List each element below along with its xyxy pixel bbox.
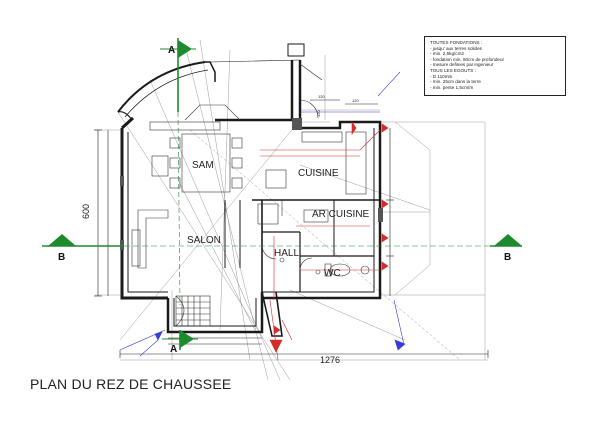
dimension-labels: 600 1276 120 120 120 [81,94,359,365]
dining-table [181,133,231,193]
dim-small-120c: 120 [316,110,321,117]
note-line: - jusqu' aux terres solides [430,45,482,51]
foundation-notes-box: TOUTES FONDATIONS : - jusqu' aux terres … [424,36,566,96]
section-a-top-label: A [168,45,175,56]
dim-width: 1276 [320,355,340,365]
room-arcuisine: AR CUISINE [312,209,370,220]
note-line: - D 110mm [430,73,453,79]
staircase [175,295,211,327]
wall-hatching [120,43,383,250]
dim-small-120a: 120 [318,94,325,99]
room-cuisine: CUISINE [298,168,339,179]
furniture [131,63,370,327]
bay-window-arc [117,59,301,121]
section-a-bottom-label: A [170,344,177,355]
note-line: - min. pente 1,5cm/m [430,84,474,90]
room-salon: SALON [187,235,221,246]
section-a-top: A [160,38,196,306]
section-b-right-label: B [504,252,511,263]
room-wc: WC [324,268,341,279]
dim-small-120b: 120 [352,98,359,103]
note-line: - min. 2,5kg/cm2 [430,51,464,57]
blue-annotations [119,71,406,357]
dimension-lines [94,99,489,358]
room-sam: SAM [192,160,214,171]
section-b-right: B [490,234,522,263]
room-labels: SAM SALON CUISINE AR CUISINE HALL WC [187,160,370,279]
note-line: TOUS LES EGOUTS : [430,67,476,73]
note-line: TOUTES FONDATIONS : [430,40,483,45]
room-hall: HALL [274,248,299,259]
section-a-bottom: A [162,330,198,355]
section-b-left-label: B [58,252,65,263]
note-line: - min. 25cm dans la terre [430,79,481,85]
red-annotations [260,121,389,361]
sofa [137,209,169,269]
exterior-walls [120,60,382,337]
note-line: - mesure definies par ingenieur [430,62,494,68]
note-line: - fondation min. 80cm de profondeur [430,56,505,62]
dim-height: 600 [81,204,91,219]
plan-title: PLAN DU REZ DE CHAUSSEE [30,376,232,392]
section-b-left: B [42,234,490,263]
